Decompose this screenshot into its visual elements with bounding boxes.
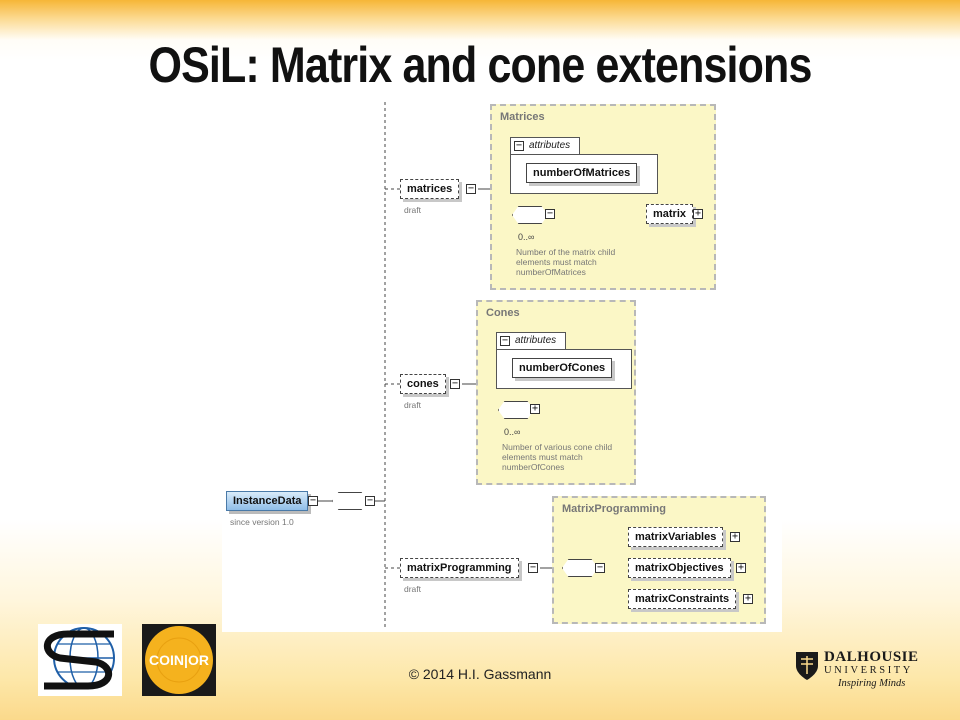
slide-title: OSiL: Matrix and cone extensions: [148, 37, 812, 93]
matrix-element[interactable]: matrix: [646, 204, 694, 224]
numberOfCones-attribute[interactable]: numberOfCones: [512, 358, 613, 378]
dalhousie-crest-icon: [796, 652, 818, 680]
collapse-icon[interactable]: −: [528, 562, 538, 573]
dalhousie-tagline: Inspiring Minds: [838, 678, 906, 689]
matrixprogramming-group-title: MatrixProgramming: [562, 503, 666, 515]
collapse-icon[interactable]: −: [365, 495, 375, 506]
cones-group-title: Cones: [486, 307, 520, 319]
numberOfMatrices-attribute[interactable]: numberOfMatrices: [526, 163, 638, 183]
matrixprogramming-note: draft: [404, 584, 422, 594]
choice-icon[interactable]: [512, 206, 548, 224]
matrices-group-title: Matrices: [500, 111, 545, 123]
collapse-icon[interactable]: −: [545, 208, 555, 219]
choice-icon[interactable]: [498, 401, 534, 419]
coin-or-logo: COIN|OR: [142, 624, 216, 696]
sequence-icon[interactable]: [332, 492, 368, 510]
matrixprogramming-element[interactable]: matrixProgramming: [400, 558, 519, 578]
matrices-element[interactable]: matrices: [400, 179, 460, 199]
instancedata-note: since version 1.0: [230, 517, 294, 527]
matrixobjectives-element[interactable]: matrixObjectives: [628, 558, 731, 578]
matrices-label: matrices: [407, 183, 453, 195]
matrixconstraints-element[interactable]: matrixConstraints: [628, 589, 737, 609]
sequence-icon[interactable]: [562, 559, 598, 577]
matrices-note: draft: [404, 205, 422, 215]
cones-label: cones: [407, 378, 439, 390]
expand-icon[interactable]: +: [743, 593, 753, 604]
collapse-icon[interactable]: −: [308, 495, 318, 506]
collapse-icon[interactable]: −: [595, 562, 605, 573]
collapse-icon[interactable]: −: [514, 140, 524, 151]
dalhousie-name: DALHOUSIE: [824, 649, 919, 665]
copyright: © 2014 H.I. Gassmann: [408, 666, 552, 682]
matrixobjectives-label: matrixObjectives: [635, 562, 724, 574]
cones-note: draft: [404, 400, 422, 410]
matrices-attributes-label: attributes: [529, 140, 571, 151]
matrix-label: matrix: [653, 208, 687, 220]
dalhousie-university: UNIVERSITY: [824, 665, 913, 676]
cones-attributes-label: attributes: [515, 335, 557, 346]
schema-diagram: Matrices attributes − numberOfMatrices −…: [222, 100, 782, 632]
instancedata-element[interactable]: InstanceData: [226, 491, 309, 511]
cones-cardinality: 0..∞: [504, 427, 521, 437]
matrixprogramming-label: matrixProgramming: [407, 562, 512, 574]
matrixvariables-element[interactable]: matrixVariables: [628, 527, 724, 547]
matrices-group-box: Matrices: [490, 104, 716, 290]
matrixconstraints-label: matrixConstraints: [635, 593, 730, 605]
sets-logo: [38, 624, 122, 696]
expand-icon[interactable]: +: [730, 531, 740, 542]
matrices-cardinality: 0..∞: [518, 232, 535, 242]
expand-icon[interactable]: +: [693, 208, 703, 219]
collapse-icon[interactable]: −: [450, 378, 460, 389]
cones-doc: Number of various cone child elements mu…: [502, 442, 613, 472]
cones-group-box: Cones: [476, 300, 636, 485]
matrixvariables-label: matrixVariables: [635, 531, 717, 543]
matrices-doc: Number of the matrix child elements must…: [516, 247, 616, 277]
collapse-icon[interactable]: −: [500, 335, 510, 346]
coin-or-text: COIN|OR: [149, 652, 209, 668]
expand-icon[interactable]: +: [736, 562, 746, 573]
dalhousie-logo: DALHOUSIE UNIVERSITY Inspiring Minds: [794, 648, 924, 694]
expand-icon[interactable]: +: [530, 403, 540, 414]
collapse-icon[interactable]: −: [466, 183, 476, 194]
cones-element[interactable]: cones: [400, 374, 446, 394]
instancedata-label: InstanceData: [233, 495, 302, 507]
